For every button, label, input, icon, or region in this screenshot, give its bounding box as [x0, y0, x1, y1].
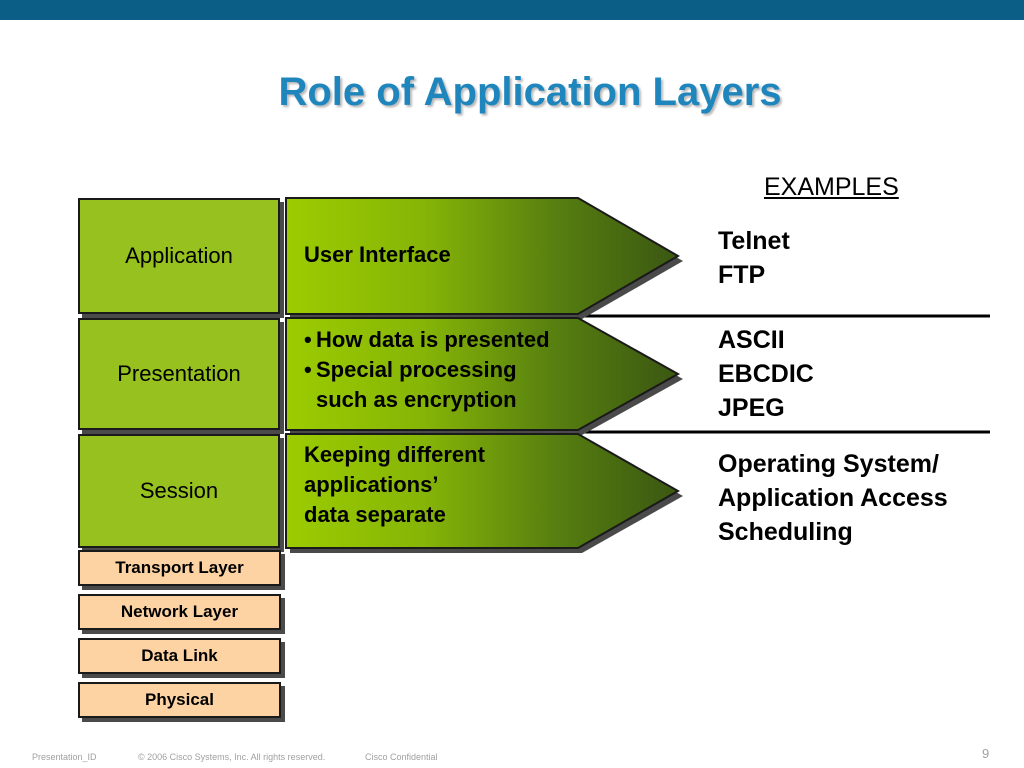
lower-layer-network: Network Layer — [78, 594, 281, 630]
function-bullet: How data is presented — [304, 325, 550, 355]
layer-label-session: Session — [139, 478, 219, 503]
examples-presentation: ASCII EBCDIC JPEG — [718, 323, 814, 425]
example-item: ASCII — [718, 326, 785, 354]
example-item: Telnet — [718, 227, 790, 255]
layer-box-presentation: Presentation — [78, 318, 280, 430]
layer-label-application: Application — [125, 243, 233, 268]
example-item: Application Access — [718, 484, 948, 512]
layer-box-application: Application — [78, 198, 280, 314]
examples-session: Operating System/ Application Access Sch… — [718, 447, 948, 549]
top-bar — [0, 0, 1024, 20]
lower-layer-label: Physical — [145, 690, 214, 709]
function-bullet-list: How data is presented Special processing — [304, 325, 550, 385]
footer-confidential: Cisco Confidential — [365, 752, 438, 762]
lower-layer-data-link: Data Link — [78, 638, 281, 674]
function-line: data separate — [304, 502, 446, 527]
function-line: Keeping different — [304, 442, 485, 467]
arrow-application — [285, 197, 680, 315]
example-item: Operating System/ — [718, 450, 939, 478]
function-bullet-continuation: such as encryption — [316, 387, 517, 412]
function-line: applications’ — [304, 472, 439, 497]
footer-presentation-id: Presentation_ID — [32, 752, 97, 762]
lower-layer-label: Network Layer — [120, 602, 239, 621]
function-application: User Interface — [304, 240, 451, 270]
examples-header: EXAMPLES — [764, 173, 899, 201]
layer-label-presentation: Presentation — [117, 361, 241, 386]
lower-layer-label: Data Link — [141, 646, 218, 665]
lower-layer-transport: Transport Layer — [78, 550, 281, 586]
footer-copyright: © 2006 Cisco Systems, Inc. All rights re… — [138, 752, 326, 762]
examples-application: Telnet FTP — [718, 224, 790, 292]
lower-layer-physical: Physical — [78, 682, 281, 718]
layer-box-session: Session — [78, 434, 280, 548]
example-item: EBCDIC — [718, 360, 814, 388]
example-item: Scheduling — [718, 518, 853, 546]
example-item: JPEG — [718, 394, 785, 422]
slide-title: Role of Application Layers — [278, 70, 782, 114]
function-presentation: How data is presented Special processing… — [304, 325, 550, 415]
example-item: FTP — [718, 261, 766, 289]
function-bullet: Special processing — [304, 355, 550, 385]
arrow-session — [285, 433, 681, 549]
lower-layer-label: Transport Layer — [115, 558, 244, 577]
function-session: Keeping different applications’ data sep… — [304, 440, 485, 530]
function-text: User Interface — [304, 242, 451, 267]
page-number: 9 — [982, 746, 990, 761]
